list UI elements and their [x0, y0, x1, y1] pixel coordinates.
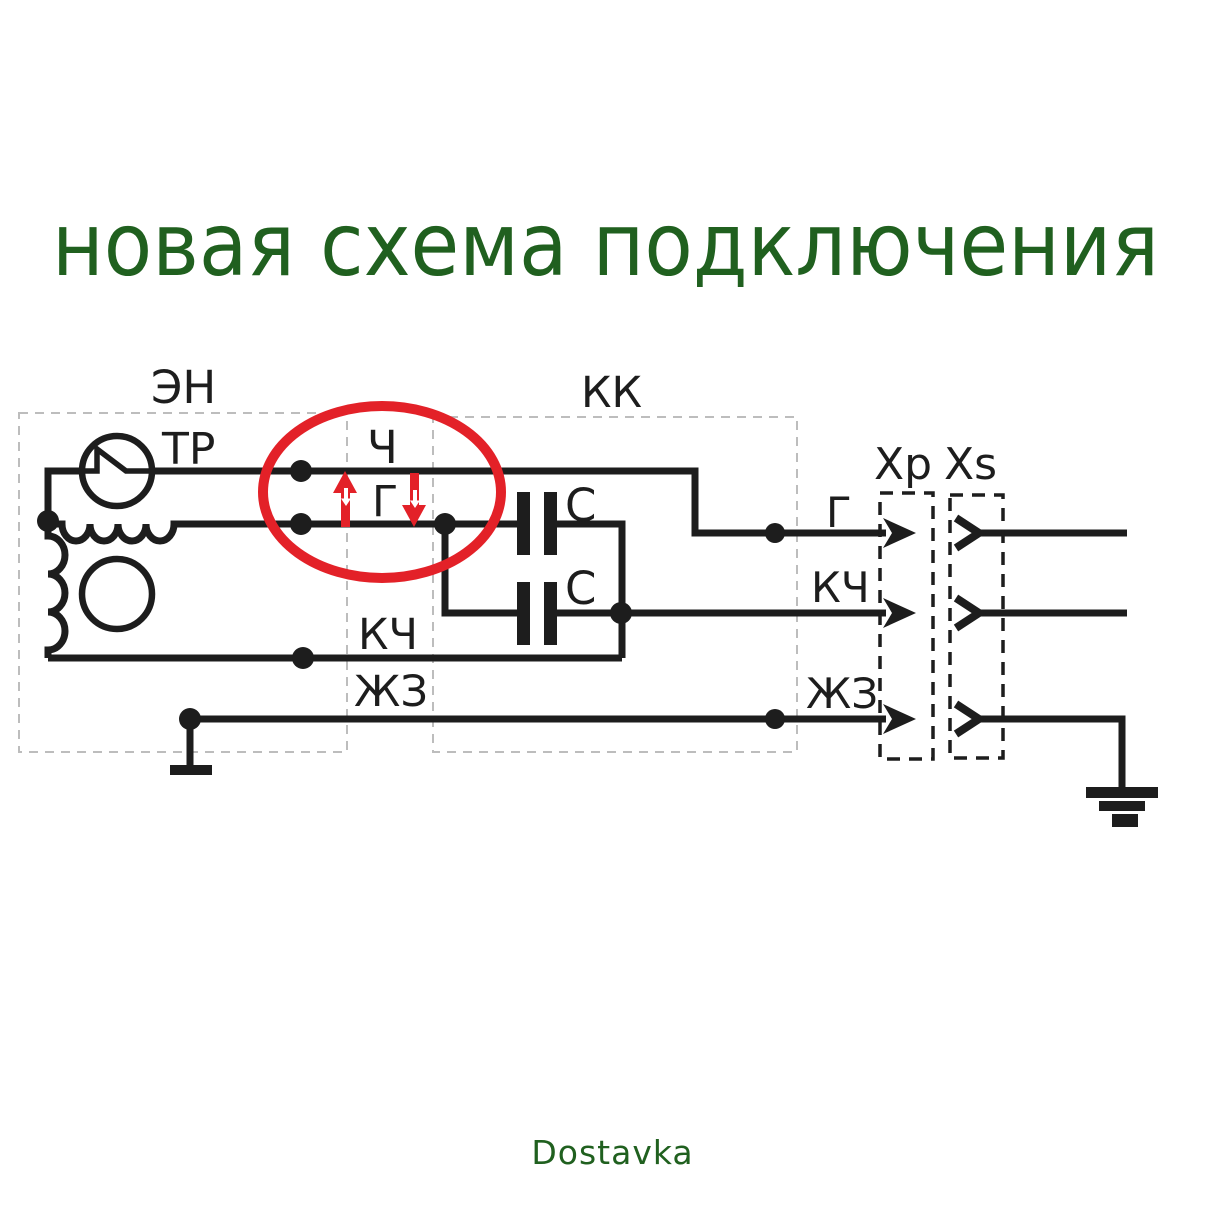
dashed-box-xs	[948, 493, 1005, 760]
wire-ch	[44, 467, 886, 537]
plug-pin-zhz-icon	[883, 704, 916, 734]
swap-arrow-up-icon	[333, 471, 357, 527]
label-wire-zhz-inner: ЖЗ	[354, 667, 428, 717]
capacitor-top-icon	[517, 492, 557, 555]
plug-pin-g-icon	[883, 518, 916, 548]
capacitor-bottom-icon	[517, 582, 557, 645]
dashed-box-xp	[878, 491, 935, 761]
ground-left-icon	[170, 765, 212, 775]
wire-zhz-after-socket	[977, 715, 1126, 788]
label-connector-xp: Хр	[874, 439, 933, 490]
footer-watermark: Dostavka	[531, 1133, 694, 1172]
label-wire-kch-out: КЧ	[811, 563, 870, 612]
motor-winding-icon	[78, 555, 156, 633]
winding-main-icon	[48, 520, 445, 545]
highlight-ellipse	[258, 401, 506, 583]
label-wire-g-out: Г	[826, 488, 852, 537]
thermal-relay-icon	[78, 432, 156, 510]
socket-pin-kch-icon	[953, 594, 987, 632]
wire-cap-bottom-left	[441, 524, 517, 617]
page-title-text: новая схема подключения	[52, 195, 1159, 296]
label-block-en: ЭН	[151, 361, 217, 414]
dashed-box-en	[18, 412, 348, 753]
dashed-box-kk	[432, 416, 798, 753]
label-wire-zhz-out: ЖЗ	[806, 669, 879, 718]
label-connector-xs: Xs	[944, 439, 998, 490]
socket-pin-zhz-icon	[953, 700, 987, 738]
label-wire-g-inner: Г	[372, 477, 399, 527]
label-wire-ch: Ч	[367, 421, 398, 474]
label-capacitor-top: С	[565, 479, 597, 532]
label-block-kk: КК	[581, 368, 643, 418]
label-wire-kch-inner: КЧ	[358, 610, 419, 660]
page-title: новая схема подключения	[52, 195, 1159, 296]
swap-arrow-down-icon	[402, 473, 426, 527]
socket-pin-g-icon	[953, 514, 987, 552]
label-capacitor-bottom: С	[565, 562, 597, 615]
plug-pin-kch-icon	[883, 598, 916, 628]
label-thermal-relay: ТР	[162, 424, 216, 475]
junction-dots	[37, 460, 785, 730]
winding-start-icon	[44, 524, 69, 658]
ground-right-icon	[1086, 787, 1158, 827]
